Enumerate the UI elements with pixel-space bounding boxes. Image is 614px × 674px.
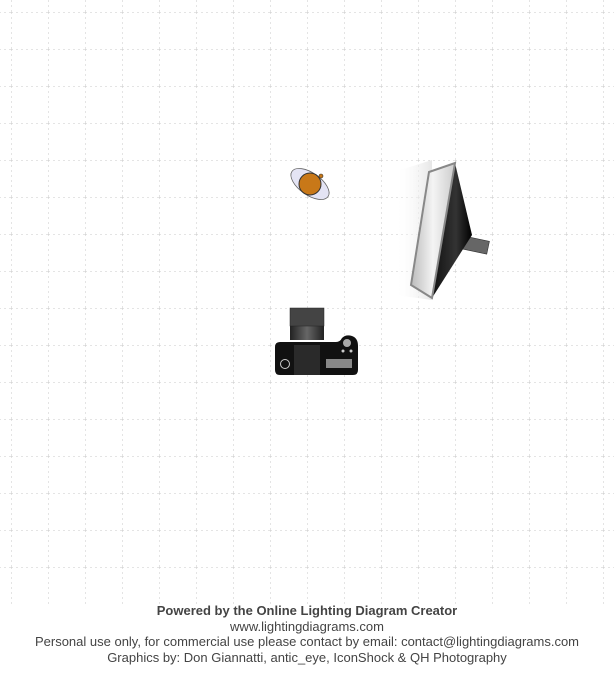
subject[interactable] [286, 162, 335, 205]
footer: Powered by the Online Lighting Diagram C… [0, 603, 614, 665]
subject-head [298, 172, 322, 196]
diagram-canvas [0, 0, 614, 604]
camera-lens-ring [289, 307, 325, 327]
subject-nose [318, 173, 324, 179]
softbox-back [432, 163, 472, 298]
footer-credits: Graphics by: Don Giannatti, antic_eye, I… [107, 649, 507, 665]
camera-lcd [326, 359, 352, 368]
footer-url[interactable]: www.lightingdiagrams.com [230, 618, 384, 634]
camera-button [349, 349, 353, 353]
camera-button [341, 349, 345, 353]
softbox[interactable] [395, 160, 490, 300]
camera-prism [294, 345, 320, 375]
camera-shutter [280, 359, 290, 369]
softbox-face [409, 161, 457, 300]
footer-license: Personal use only, for commercial use pl… [34, 634, 580, 649]
camera-mode-dial [343, 339, 351, 347]
footer-title: Powered by the Online Lighting Diagram C… [156, 603, 458, 618]
camera[interactable] [275, 307, 358, 375]
grid-background [0, 0, 614, 604]
